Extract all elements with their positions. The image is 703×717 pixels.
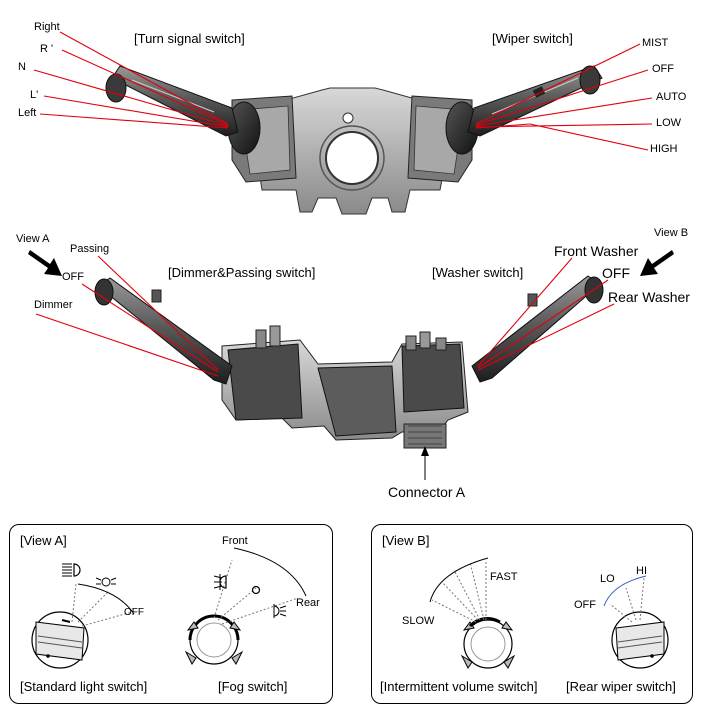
off-label-right: OFF [602,265,630,281]
fog-front-label: Front [222,535,248,547]
view-b-label: View B [654,227,689,239]
fast-label: FAST [490,571,518,583]
washer-switch-title: [Washer switch] [432,265,524,280]
light-off-symbol: OFF [124,607,144,618]
wiper-label-high: HIGH [650,143,678,155]
top-switch-assembly [105,65,603,215]
view-b-arrow [640,250,674,276]
wiper-label-mist: MIST [642,37,669,49]
turn-label-l-prime: L' [30,89,39,101]
rear-washer-label: Rear Washer [608,289,690,305]
view-a-box [9,524,333,704]
off-label-left: OFF [62,271,84,283]
wiper-label-auto: AUTO [656,91,687,103]
fog-switch-caption: [Fog switch] [218,679,288,694]
intermittent-volume-switch-caption: [Intermittent volume switch] [380,679,538,694]
turn-signal-switch-title: [Turn signal switch] [134,31,245,46]
turn-label-left: Left [18,107,37,119]
front-washer-label: Front Washer [554,243,639,259]
turn-label-r-prime: R ' [40,43,54,55]
fog-rear-label: Rear [296,597,320,609]
fog-switch-ring [184,614,244,665]
dimmer-passing-switch-title: [Dimmer&Passing switch] [168,265,316,280]
view-b-box-title: [View B] [382,533,430,548]
front-fog-icon [213,574,227,590]
rear-wiper-lo-label: LO [600,573,615,585]
wiper-label-low: LOW [656,117,682,129]
intermittent-volume-ring [460,617,516,669]
headlamp-icon [62,563,81,577]
view-a-label: View A [16,233,50,245]
view-b-graphics [429,557,669,669]
view-a-box-title: [View A] [20,533,67,548]
rear-wiper-hi-label: HI [636,565,647,577]
wiper-stalk [467,65,603,137]
view-b-box [371,524,693,704]
standard-light-knob [31,611,89,669]
view-a-arrow [28,250,62,276]
rear-wiper-off-label: OFF [574,599,596,611]
connector-a-arrow [421,446,429,480]
middle-switch-assembly [94,275,604,449]
slow-label: SLOW [402,615,435,627]
wiper-label-off: OFF [652,63,674,75]
connector-a-label: Connector A [388,484,466,500]
middle-leader-lines [35,255,615,377]
rear-fog-icon [273,604,287,618]
parking-light-icon [95,577,117,587]
fog-off-indicator [251,585,261,595]
top-leader-lines [33,31,653,151]
rear-wiper-knob [611,611,669,669]
view-a-graphics [31,547,307,669]
turn-label-n: N [18,61,26,73]
standard-light-switch-caption: [Standard light switch] [20,679,148,694]
dimmer-label: Dimmer [34,299,73,311]
passing-label: Passing [70,243,110,255]
wiper-switch-title: [Wiper switch] [492,31,573,46]
top-column-hole [325,131,379,185]
dimmer-passing-stalk [97,277,233,385]
turn-label-right: Right [34,21,60,33]
rear-wiper-switch-caption: [Rear wiper switch] [566,679,676,694]
